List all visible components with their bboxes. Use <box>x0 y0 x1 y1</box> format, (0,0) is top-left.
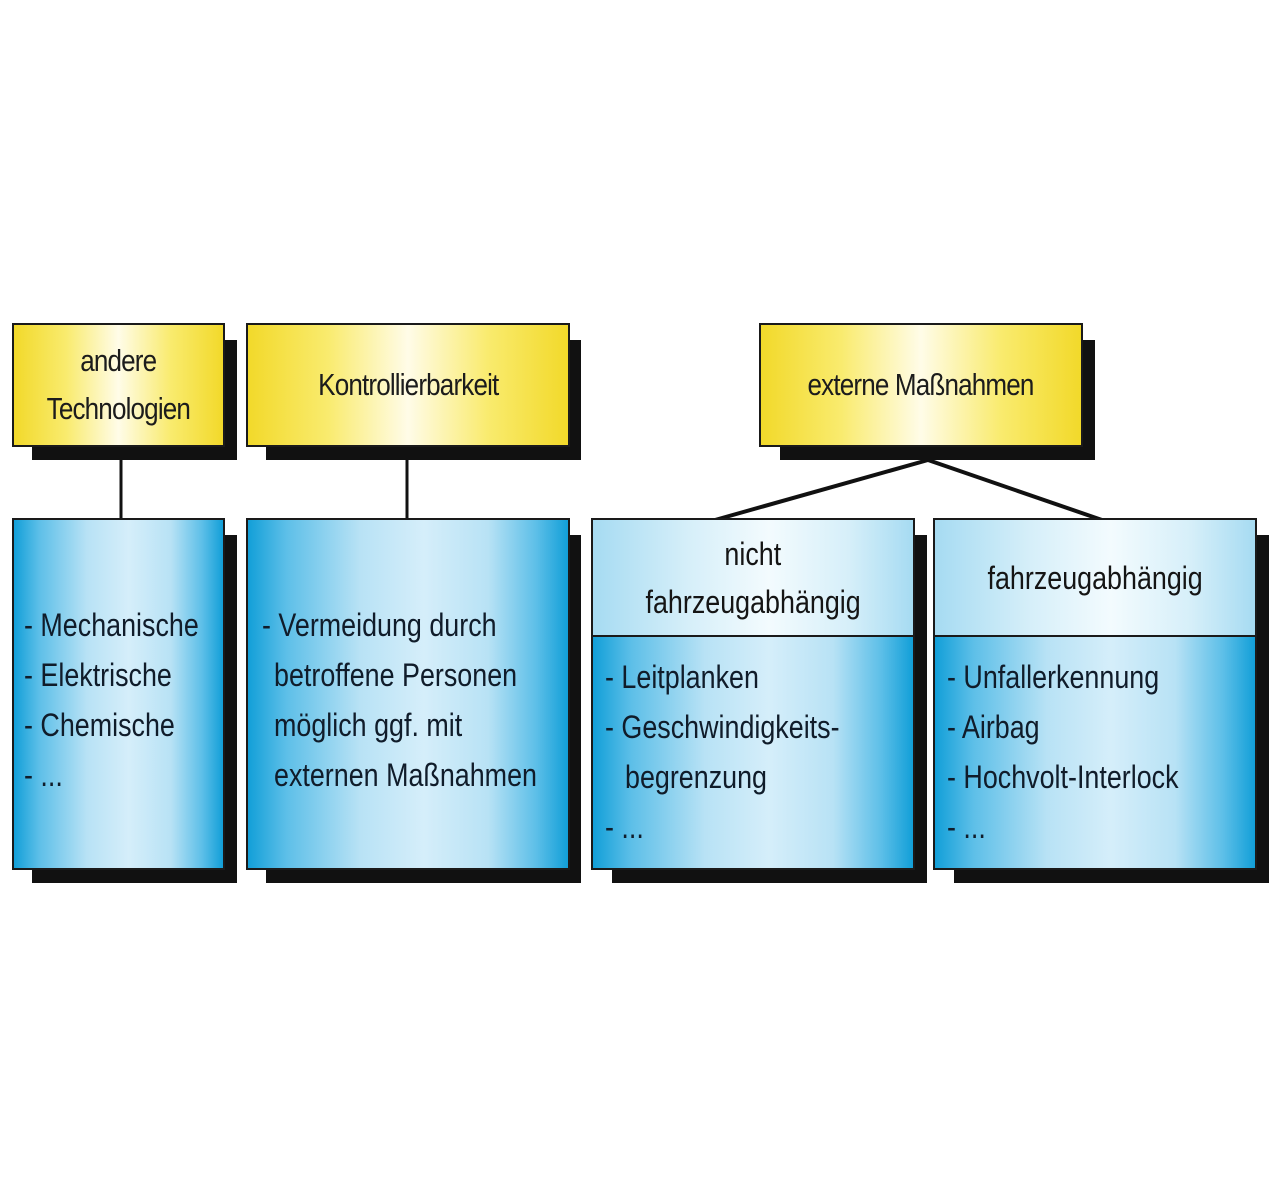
subheader-line: fahrzeugabhängig <box>987 559 1203 596</box>
header-andere-technologien: andere Technologien <box>12 323 225 447</box>
list-item: - Geschwindigkeits- <box>605 709 840 745</box>
subheader-line: nicht <box>724 535 782 572</box>
box-andere-technologien: - Mechanische - Elektrische - Chemische … <box>12 518 225 870</box>
list-item: - Chemische <box>24 707 175 743</box>
item-list: - Unfallerkennung - Airbag - Hochvolt-In… <box>947 652 1223 852</box>
header-externe-massnahmen: externe Maßnahmen <box>759 323 1083 447</box>
list-item: - Mechanische <box>24 607 199 643</box>
list-item: - Leitplanken <box>605 659 759 695</box>
subheader-line: fahrzeugabhängig <box>645 583 861 620</box>
list-item: - Elektrische <box>24 657 172 693</box>
item-list: - Mechanische - Elektrische - Chemische … <box>24 600 232 800</box>
header-line: Technologien <box>46 391 191 426</box>
list-item: - Unfallerkennung <box>947 659 1160 695</box>
header-line: externe Maßnahmen <box>807 367 1035 402</box>
header-line: andere <box>80 343 157 378</box>
list-item: begrenzung <box>625 759 767 795</box>
list-item: betroffene Personen <box>274 657 518 693</box>
item-list: - Leitplanken - Geschwindigkeits- begren… <box>605 652 884 852</box>
list-item: - ... <box>947 809 986 845</box>
subheader-nicht-fahrzeugabhaengig: nicht fahrzeugabhängig <box>593 520 913 637</box>
header-line: Kontrollierbarkeit <box>317 367 499 402</box>
list-item: - Airbag <box>947 709 1040 745</box>
box-fahrzeugabhaengig: fahrzeugabhängig - Unfallerkennung - Air… <box>933 518 1257 870</box>
header-kontrollierbarkeit: Kontrollierbarkeit <box>246 323 570 447</box>
list-item: - Hochvolt-Interlock <box>947 759 1179 795</box>
item-list: - Vermeidung durch betroffene Personen m… <box>262 600 587 800</box>
list-item: möglich ggf. mit <box>274 707 463 743</box>
box-kontrollierbarkeit: - Vermeidung durch betroffene Personen m… <box>246 518 570 870</box>
subheader-fahrzeugabhaengig: fahrzeugabhängig <box>935 520 1255 637</box>
box-nicht-fahrzeugabhaengig: nicht fahrzeugabhängig - Leitplanken - G… <box>591 518 915 870</box>
list-item: - ... <box>24 757 63 793</box>
list-item: - Vermeidung durch <box>262 607 497 643</box>
list-item: externen Maßnahmen <box>274 757 537 793</box>
list-item: - ... <box>605 809 644 845</box>
